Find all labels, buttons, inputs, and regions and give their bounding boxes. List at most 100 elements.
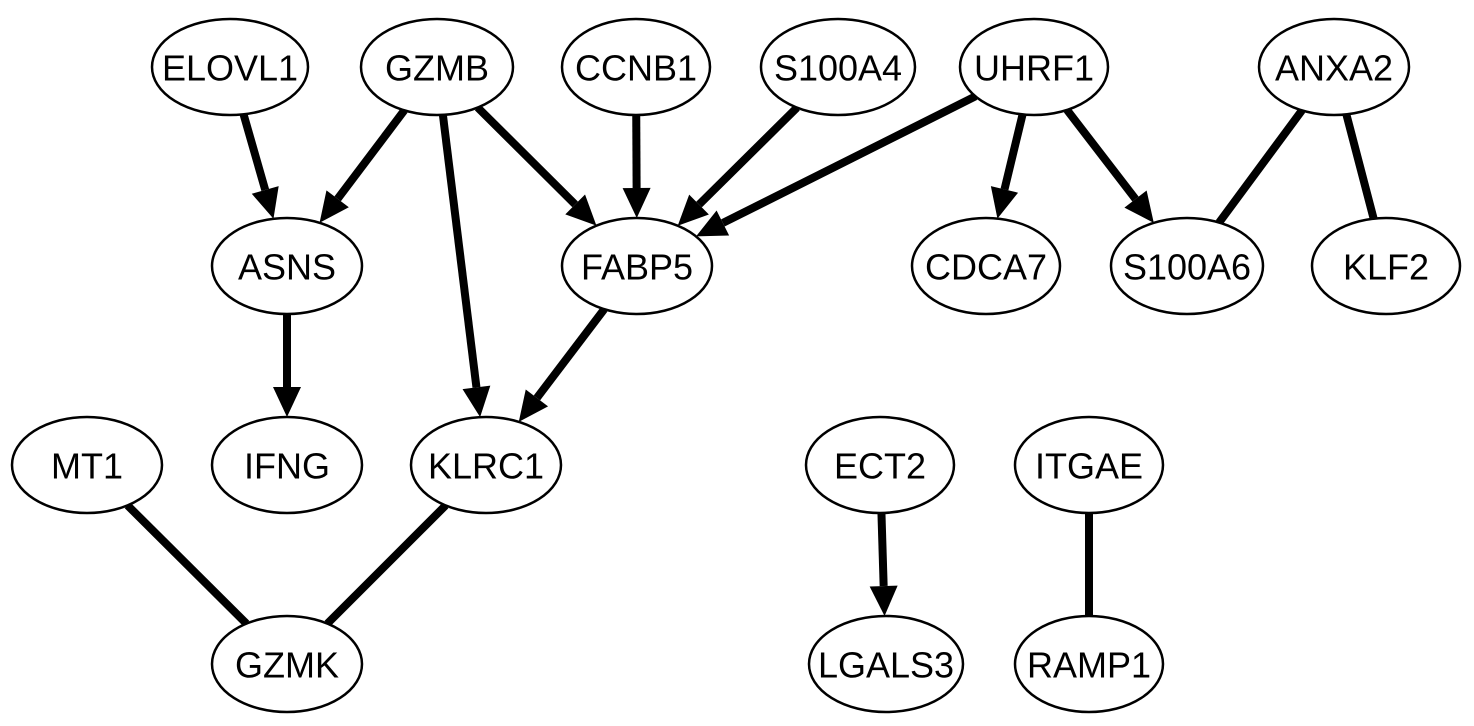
- node-ellipse: [759, 17, 917, 117]
- node-label: ITGAE: [1035, 446, 1143, 487]
- edge-line: [1342, 113, 1378, 220]
- arrowhead-icon: [696, 210, 730, 237]
- edge-elovl1-asns: [239, 113, 279, 219]
- edge-ect2-lgals3: [869, 512, 898, 617]
- edge-uhrf1-s100a6: [1063, 107, 1154, 223]
- node-label: KLF2: [1343, 247, 1429, 288]
- edge-fabp5-klrc1: [518, 306, 608, 422]
- node-label: RAMP1: [1027, 645, 1151, 686]
- node-ellipse: [359, 17, 515, 117]
- edge-gzmb-fabp5: [474, 104, 597, 226]
- node-s100a4: S100A4: [759, 17, 917, 117]
- node-label: S100A4: [774, 48, 902, 89]
- node-ellipse: [910, 216, 1062, 316]
- arrowhead-icon: [273, 387, 301, 417]
- node-ellipse: [807, 614, 965, 714]
- edge-line: [877, 512, 888, 587]
- node-ramp1: RAMP1: [1013, 614, 1165, 714]
- edges-layer: [124, 92, 1378, 627]
- edge-line: [533, 306, 608, 401]
- node-label: CDCA7: [925, 247, 1047, 288]
- node-ellipse: [409, 415, 563, 515]
- node-klf2: KLF2: [1310, 216, 1462, 316]
- node-lgals3: LGALS3: [807, 614, 965, 714]
- edge-line: [1000, 113, 1027, 191]
- node-label: ECT2: [834, 446, 926, 487]
- node-ellipse: [210, 614, 364, 714]
- edge-anxa2-klf2: [1342, 113, 1378, 220]
- arrowhead-icon: [1124, 190, 1154, 223]
- node-asns: ASNS: [210, 216, 364, 316]
- arrowhead-icon: [251, 186, 279, 219]
- node-ellipse: [210, 415, 364, 515]
- node-uhrf1: UHRF1: [958, 17, 1110, 117]
- node-label: IFNG: [244, 446, 330, 487]
- edge-mt1-gzmk: [124, 502, 250, 627]
- edge-line: [438, 114, 481, 388]
- edge-gzmb-klrc1: [438, 114, 491, 418]
- node-klrc1: KLRC1: [409, 415, 563, 515]
- edge-line: [721, 92, 978, 227]
- edge-line: [474, 104, 578, 208]
- node-ellipse: [804, 415, 956, 515]
- edge-line: [1215, 108, 1306, 225]
- node-gzmk: GZMK: [210, 614, 364, 714]
- edge-line: [334, 107, 408, 202]
- node-ellipse: [10, 415, 164, 515]
- node-ellipse: [1013, 415, 1165, 515]
- arrowhead-icon: [869, 585, 898, 617]
- node-ellipse: [958, 17, 1110, 117]
- node-ellipse: [1013, 614, 1165, 714]
- arrowhead-icon: [990, 186, 1019, 219]
- edge-asns-ifng: [273, 314, 301, 417]
- edge-uhrf1-cdca7: [990, 113, 1027, 219]
- edge-line: [696, 104, 800, 208]
- node-label: S100A6: [1123, 247, 1251, 288]
- edge-anxa2-s100a6: [1215, 108, 1306, 225]
- node-ellipse: [150, 17, 310, 117]
- node-elovl1: ELOVL1: [150, 17, 310, 117]
- node-ellipse: [560, 17, 712, 117]
- arrowhead-icon: [319, 190, 349, 223]
- node-label: FABP5: [581, 247, 693, 288]
- edge-line: [124, 502, 250, 627]
- node-ellipse: [1109, 216, 1265, 316]
- node-label: GZMB: [385, 48, 489, 89]
- arrowhead-icon: [565, 194, 597, 226]
- node-label: MT1: [51, 446, 123, 487]
- node-label: ANXA2: [1275, 48, 1393, 89]
- node-fabp5: FABP5: [560, 216, 714, 316]
- arrowhead-icon: [518, 389, 549, 422]
- node-label: CCNB1: [575, 48, 697, 89]
- node-label: UHRF1: [974, 48, 1094, 89]
- edge-s100a4-fabp5: [677, 104, 800, 226]
- node-cdca7: CDCA7: [910, 216, 1062, 316]
- arrowhead-icon: [462, 385, 491, 418]
- node-ellipse: [1310, 216, 1462, 316]
- node-ect2: ECT2: [804, 415, 956, 515]
- node-ellipse: [210, 216, 364, 316]
- node-ccnb1: CCNB1: [560, 17, 712, 117]
- node-anxa2: ANXA2: [1257, 17, 1411, 117]
- edge-uhrf1-fabp5: [696, 92, 978, 237]
- edge-gzmb-asns: [319, 107, 408, 223]
- edge-line: [324, 502, 449, 627]
- node-s100a6: S100A6: [1109, 216, 1265, 316]
- node-label: LGALS3: [818, 645, 954, 686]
- node-mt1: MT1: [10, 415, 164, 515]
- node-label: GZMK: [235, 645, 339, 686]
- node-ifng: IFNG: [210, 415, 364, 515]
- edge-klrc1-gzmk: [324, 502, 449, 627]
- node-itgae: ITGAE: [1013, 415, 1165, 515]
- arrowhead-icon: [677, 194, 709, 226]
- edge-line: [239, 113, 270, 192]
- node-label: KLRC1: [428, 446, 544, 487]
- node-ellipse: [1257, 17, 1411, 117]
- arrowhead-icon: [622, 187, 651, 219]
- edge-ccnb1-fabp5: [622, 114, 651, 219]
- node-ellipse: [560, 216, 714, 316]
- node-label: ASNS: [238, 247, 336, 288]
- node-label: ELOVL1: [162, 48, 298, 89]
